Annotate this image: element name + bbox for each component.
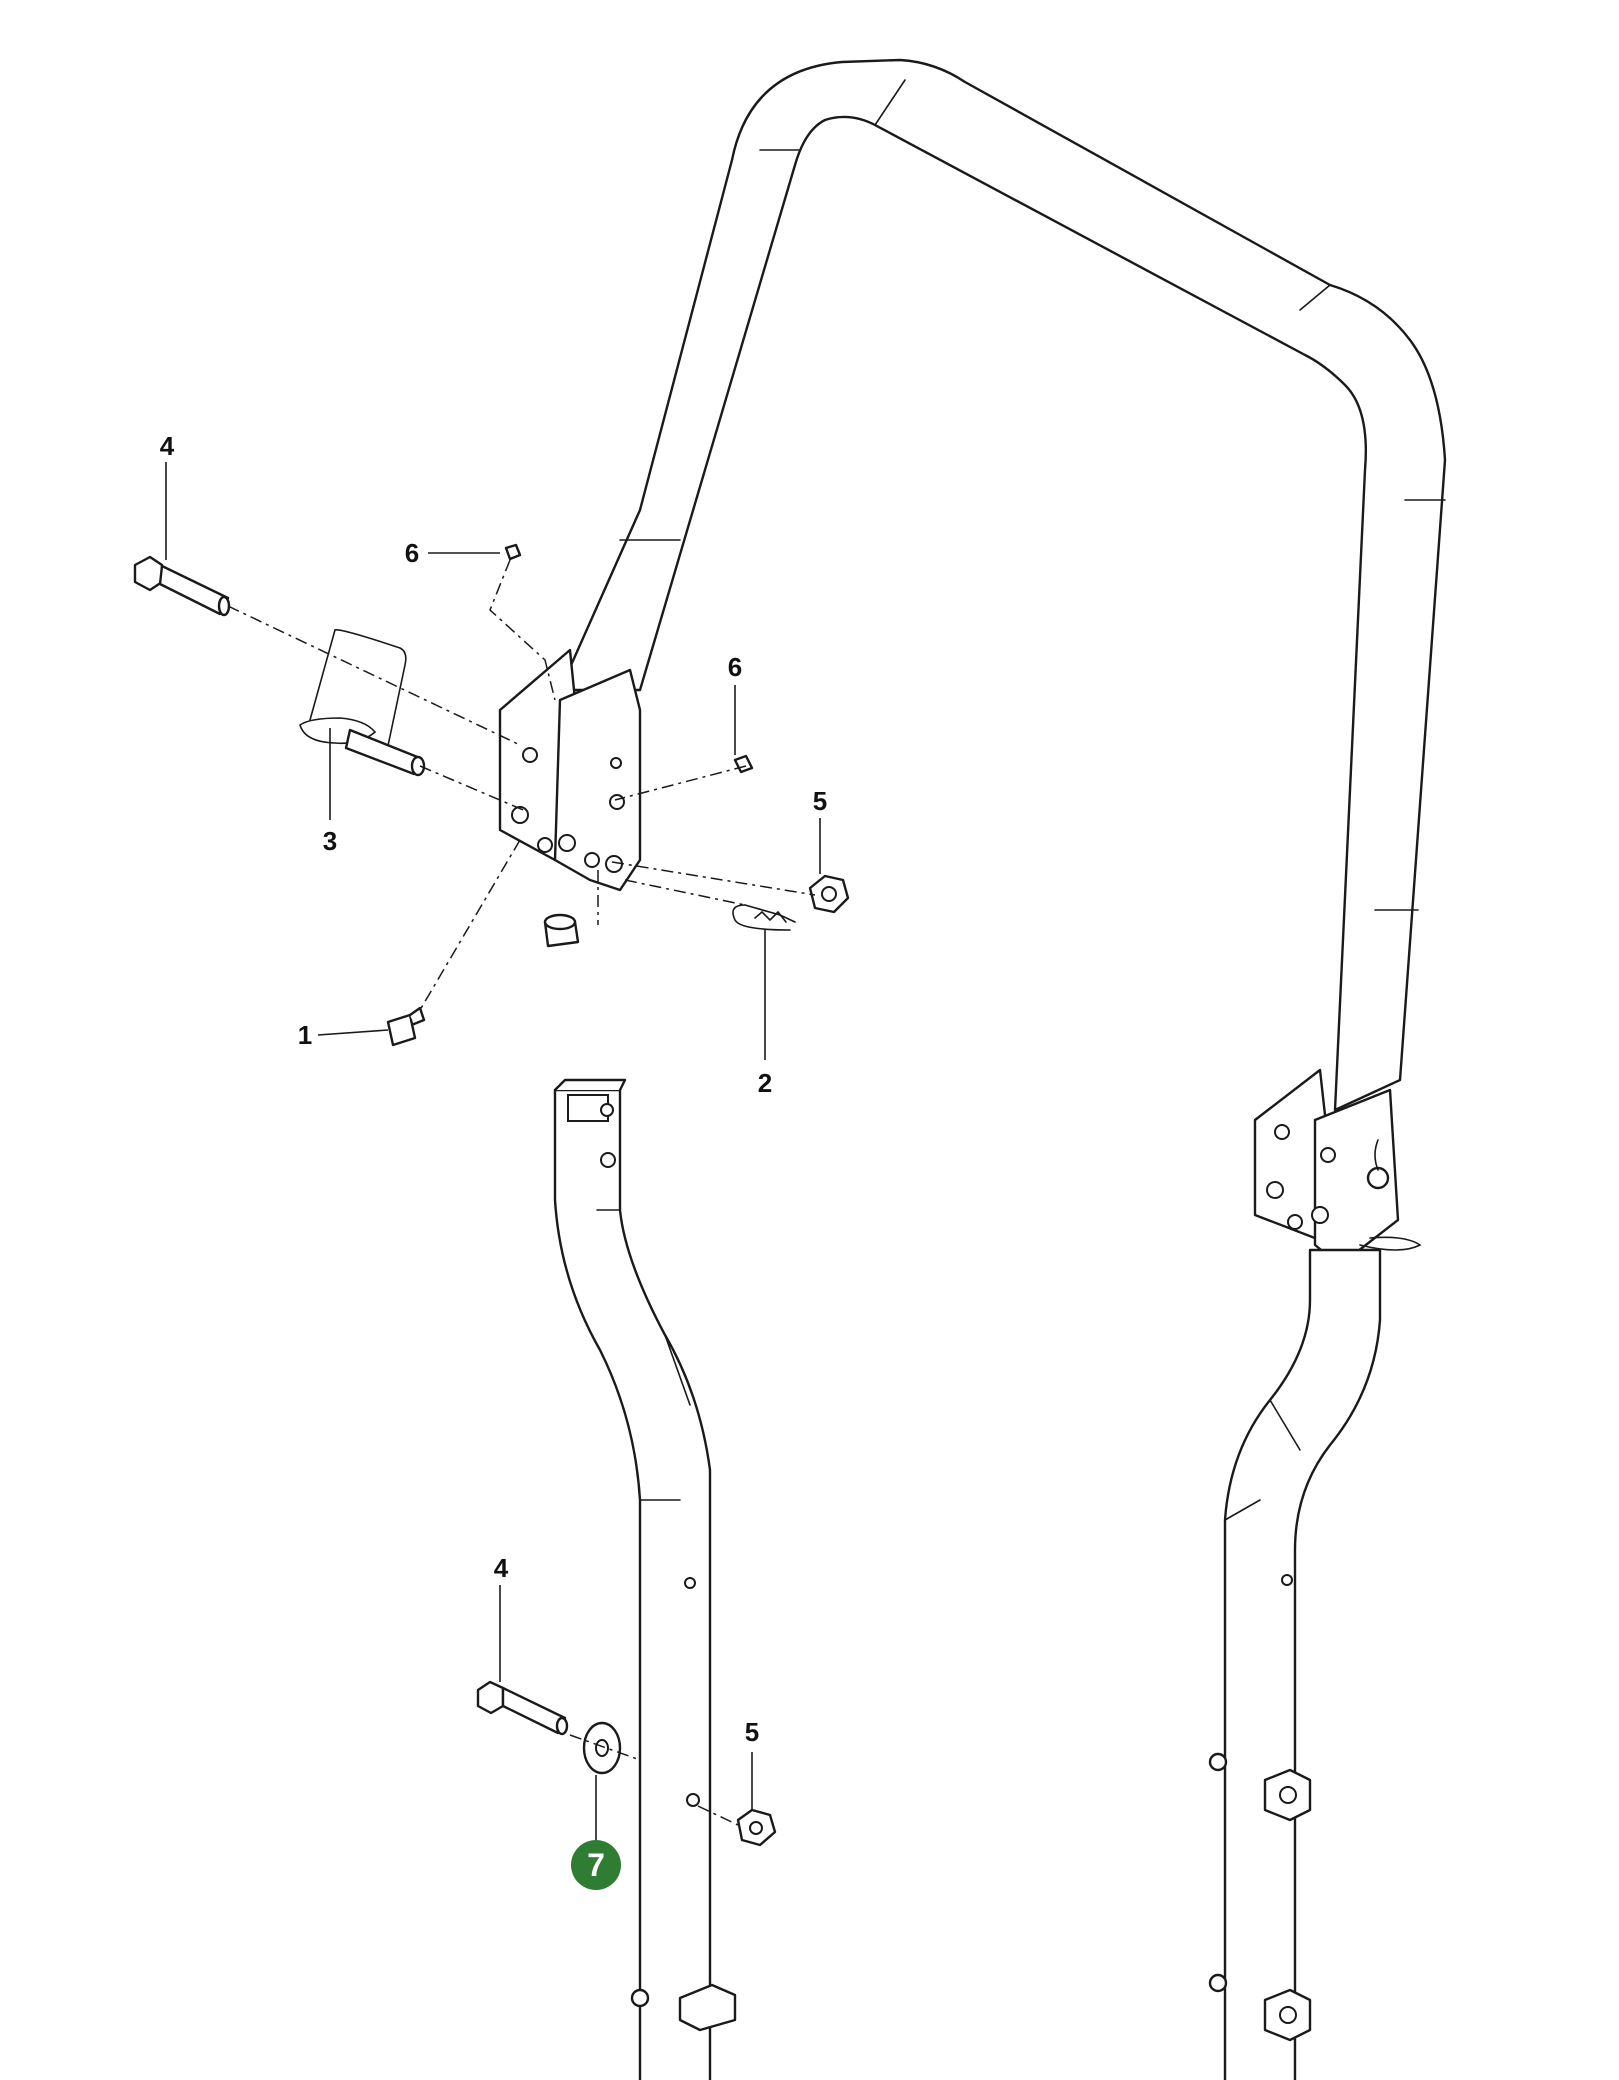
nut-small-top <box>504 543 522 561</box>
callout-6-top: 6 <box>405 538 419 568</box>
callout-7-badge <box>571 1840 621 1890</box>
callout-3: 3 <box>323 826 337 856</box>
callout-5-top: 5 <box>813 786 827 816</box>
callout-5-bottom: 5 <box>745 1717 759 1747</box>
bolt-bottom <box>476 1680 569 1736</box>
callout-4-bottom: 4 <box>494 1553 509 1583</box>
callout-6-mid: 6 <box>728 652 742 682</box>
assembly-lines <box>227 559 816 1826</box>
flange-nut-top <box>808 874 850 914</box>
washer <box>582 1721 622 1775</box>
callout-7: 7 <box>587 1847 605 1883</box>
lock-pin <box>299 629 426 777</box>
callout-7-highlight: 7 <box>571 1840 621 1890</box>
callouts: 4 6 6 3 5 2 1 4 5 7 <box>160 431 827 1890</box>
callout-4-top: 4 <box>160 431 175 461</box>
bumper-1 <box>386 1006 426 1047</box>
callout-2: 2 <box>758 1068 772 1098</box>
callout-1: 1 <box>298 1020 312 1050</box>
bumper-mid <box>543 913 580 948</box>
hair-pin-clip <box>732 904 796 931</box>
nut-small-mid <box>733 754 754 774</box>
right-lower-upright <box>1208 1248 1382 2080</box>
left-lower-upright <box>553 1078 737 2080</box>
roll-bar-upper-hoop <box>558 58 1447 1112</box>
right-upper-bracket <box>1253 1068 1422 1267</box>
flange-nut-bottom <box>736 1808 777 1847</box>
bolt-top <box>133 555 231 617</box>
left-upper-bracket <box>498 648 642 892</box>
leader-lines <box>165 462 821 1840</box>
